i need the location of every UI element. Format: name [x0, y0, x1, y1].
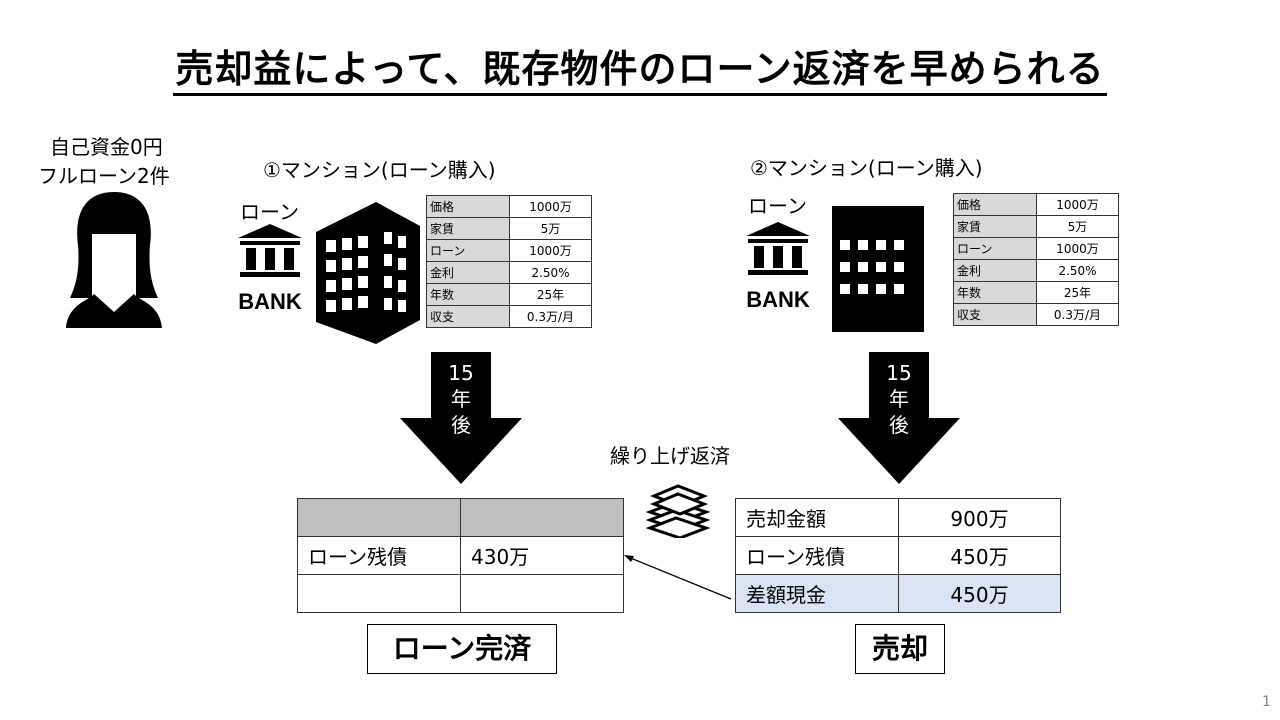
table-row: ローン残債 430万	[297, 536, 624, 575]
spec-value: 1000万	[509, 239, 592, 262]
spec-value: 0.3万/月	[1036, 303, 1119, 326]
table-cell: 450万	[898, 574, 1061, 613]
table-cell: 900万	[898, 498, 1061, 537]
arrow-text-line: 後	[451, 413, 471, 437]
spec-key: 家賃	[426, 217, 510, 240]
cash-stack-icon	[646, 484, 710, 538]
property1-heading: ①マンション(ローン購入)	[263, 158, 496, 182]
table-cell: 430万	[460, 536, 624, 575]
loan-paid-off-label: ローン完済	[367, 624, 557, 674]
table-cell: 売却金額	[735, 498, 899, 537]
bank-text: BANK	[746, 287, 810, 310]
table-cell	[297, 574, 461, 613]
property2-arrow-text: 15 年 後	[869, 360, 929, 438]
down-arrow-icon	[838, 352, 960, 484]
investor-capital-label: 自己資金0円	[50, 135, 163, 159]
property2-loan-label: ローン	[748, 194, 807, 218]
spec-key: 年数	[953, 281, 1037, 304]
spec-key: 収支	[426, 305, 510, 328]
investor-loans-label: フルローン2件	[38, 164, 170, 188]
spec-key: 家賃	[953, 215, 1037, 238]
spec-value: 0.3万/月	[509, 305, 592, 328]
table-header-cell	[460, 498, 624, 537]
table-cell: 差額現金	[735, 574, 899, 613]
sale-label: 売却	[855, 624, 945, 674]
spec-key: 価格	[953, 193, 1037, 216]
arrow-text-line: 後	[889, 413, 909, 437]
table-row-highlight: 差額現金 450万	[735, 574, 1061, 613]
spec-key: 年数	[426, 283, 510, 306]
arrow-text-line: 15	[886, 361, 912, 385]
spec-value: 25年	[1036, 281, 1119, 304]
bank-icon: BANK	[746, 222, 810, 310]
page-number: 1	[1262, 694, 1271, 710]
spec-value: 5万	[509, 217, 592, 240]
building-icon	[316, 202, 420, 344]
spec-key: 価格	[426, 195, 510, 218]
arrow-text-line: 15	[448, 361, 474, 385]
spec-key: ローン	[953, 237, 1037, 260]
spec-value: 1000万	[1036, 237, 1119, 260]
table-cell: 450万	[898, 536, 1061, 575]
spec-value: 5万	[1036, 215, 1119, 238]
bank-text: BANK	[238, 289, 302, 312]
table-header-cell	[297, 498, 461, 537]
table-row	[297, 574, 624, 613]
prepay-label: 繰り上げ返済	[610, 444, 730, 468]
prepay-arrow-icon	[624, 555, 732, 600]
spec-key: 金利	[953, 259, 1037, 282]
table-row: ローン残債 450万	[735, 536, 1061, 575]
spec-value: 1000万	[1036, 193, 1119, 216]
spec-value: 2.50%	[509, 261, 592, 284]
property1-result-table: ローン残債 430万	[297, 498, 624, 613]
spec-value: 2.50%	[1036, 259, 1119, 282]
table-cell: ローン残債	[735, 536, 899, 575]
spec-key: ローン	[426, 239, 510, 262]
table-row: 売却金額 900万	[735, 498, 1061, 537]
woman-avatar-icon	[66, 192, 162, 328]
table-header-row	[297, 498, 624, 537]
property1-arrow-text: 15 年 後	[431, 360, 491, 438]
spec-value: 1000万	[509, 195, 592, 218]
arrow-text-line: 年	[889, 387, 909, 411]
spec-value: 25年	[509, 283, 592, 306]
down-arrow-icon	[400, 352, 522, 484]
bank-icon: BANK	[238, 224, 302, 312]
property1-loan-label: ローン	[240, 200, 299, 224]
spec-key: 収支	[953, 303, 1037, 326]
spec-key: 金利	[426, 261, 510, 284]
property2-result-table: 売却金額 900万 ローン残債 450万 差額現金 450万	[735, 498, 1061, 613]
property2-heading: ②マンション(ローン購入)	[750, 156, 983, 180]
page-title: 売却益によって、既存物件のローン返済を早められる	[0, 38, 1280, 96]
table-cell	[460, 574, 624, 613]
table-cell: ローン残債	[297, 536, 461, 575]
arrow-text-line: 年	[451, 387, 471, 411]
building-icon	[832, 206, 924, 332]
page-title-text: 売却益によって、既存物件のローン返済を早められる	[173, 47, 1107, 96]
